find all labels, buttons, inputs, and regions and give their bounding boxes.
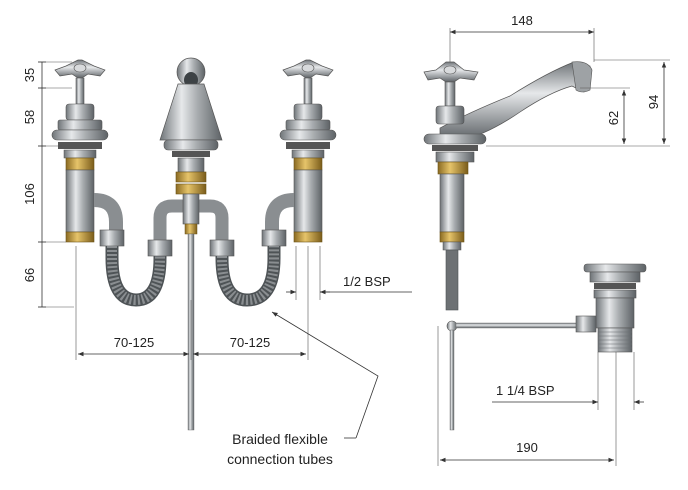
dim-label-148: 148 xyxy=(511,13,533,28)
dim-label-190: 190 xyxy=(516,440,538,455)
hose-nut-centre-right xyxy=(209,239,235,257)
braided-hose-left xyxy=(107,246,165,306)
right-tap-assembly xyxy=(261,59,337,247)
waste-pivot-housing xyxy=(575,315,597,333)
spout-nut-upper xyxy=(175,171,207,183)
deck-washer-right xyxy=(286,142,330,149)
centre-spout-assembly xyxy=(147,57,235,431)
spout-washer xyxy=(172,151,210,157)
side-spindle xyxy=(444,81,456,107)
backnut-left xyxy=(63,149,97,159)
headwork-left xyxy=(65,103,95,121)
spindle-left xyxy=(75,77,85,105)
side-view: 148 62 94 1 1/4 BSP 190 xyxy=(423,13,670,466)
waste-body xyxy=(595,297,635,329)
side-rod-pivot xyxy=(446,320,458,332)
tail-thread-left xyxy=(65,231,95,243)
flange-right xyxy=(279,129,337,141)
tail-body-right xyxy=(293,169,323,233)
side-flange xyxy=(423,133,487,145)
left-tap-assembly xyxy=(51,59,125,247)
handle-cap-left xyxy=(73,63,87,73)
elbow-right xyxy=(265,193,295,232)
dim-label-half-bsp: 1/2 BSP xyxy=(343,274,391,289)
side-handle-cap xyxy=(443,65,457,75)
dim-label-35: 35 xyxy=(22,68,37,82)
side-lift-rod xyxy=(449,329,455,431)
spindle-right xyxy=(303,77,313,105)
side-link-rod xyxy=(455,322,579,329)
dim-label-spread-left: 70-125 xyxy=(114,335,154,350)
dim-label-waste-bsp: 1 1/4 BSP xyxy=(496,383,555,398)
deck-washer-left xyxy=(58,142,102,149)
dim-label-106: 106 xyxy=(22,183,37,205)
elbow-left xyxy=(93,193,123,232)
side-braided-hose xyxy=(445,249,459,311)
caption-braided-line1: Braided flexible xyxy=(232,431,328,447)
side-brass-nut xyxy=(437,161,469,175)
headwork-right xyxy=(293,103,323,121)
waste-plug xyxy=(583,263,647,273)
braided-hose-right xyxy=(217,246,279,306)
side-headwork xyxy=(435,105,465,125)
tail-thread-right xyxy=(293,231,323,243)
side-tail-thread xyxy=(439,231,465,243)
dim-ticks-left xyxy=(38,61,46,308)
side-hose-nut xyxy=(442,241,462,251)
dim-label-spread-right: 70-125 xyxy=(230,335,270,350)
hose-nut-right-outer xyxy=(261,229,287,247)
waste-nut-top xyxy=(593,289,637,299)
waste-thread-lines xyxy=(598,331,632,349)
waste-flange xyxy=(589,271,641,283)
spout-tee-stem xyxy=(182,193,200,225)
side-deck-washer xyxy=(432,145,478,151)
waste-washer xyxy=(594,283,636,289)
dim-label-58: 58 xyxy=(22,110,37,124)
side-backnut xyxy=(435,151,475,163)
front-view: 35 58 106 66 70-125 70-125 1/2 BSP Braid… xyxy=(22,57,412,467)
side-tail-body xyxy=(439,173,465,233)
hose-nut-left-outer xyxy=(99,229,125,247)
spout-body xyxy=(159,83,223,141)
spout-shank xyxy=(177,157,205,173)
hose-nut-centre-left xyxy=(147,239,173,257)
tail-body-left xyxy=(65,169,95,233)
flange-left xyxy=(51,129,109,141)
dim-label-66: 66 xyxy=(22,268,37,282)
spout-base xyxy=(163,139,219,151)
shroud-left xyxy=(57,119,103,131)
brass-nut-left xyxy=(65,157,95,171)
popup-rod-guide xyxy=(184,223,198,235)
dim-label-62: 62 xyxy=(606,111,621,125)
dim-label-94: 94 xyxy=(646,95,661,109)
backnut-right xyxy=(291,149,325,159)
popup-waste xyxy=(575,263,647,353)
leader-braided xyxy=(271,311,379,439)
spout-nut-lower xyxy=(175,183,207,195)
shroud-right xyxy=(285,119,331,131)
side-spout-tip xyxy=(571,61,593,93)
caption-braided-line2: connection tubes xyxy=(227,451,333,467)
handle-cap-right xyxy=(301,63,315,73)
brass-nut-right xyxy=(293,157,323,171)
